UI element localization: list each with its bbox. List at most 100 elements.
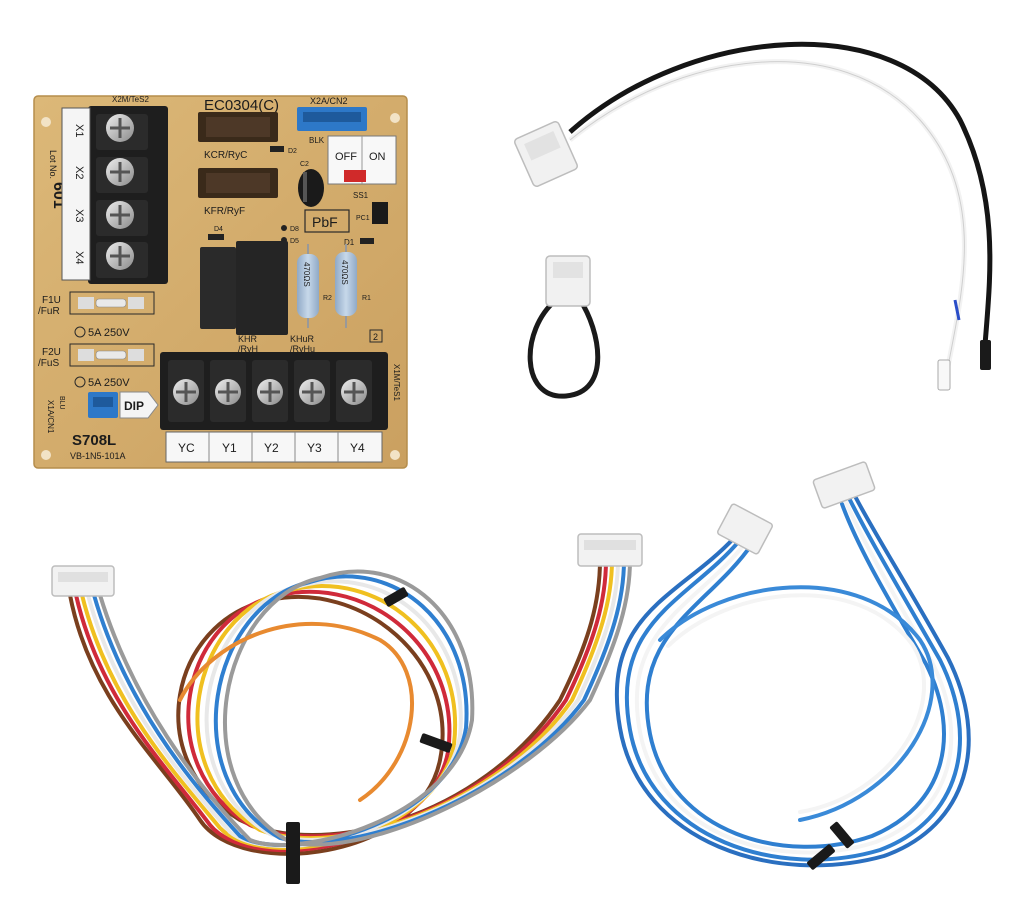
white-lead bbox=[568, 59, 967, 383]
multicolor-harness bbox=[68, 558, 632, 856]
terminal-screw bbox=[336, 360, 372, 422]
fuse-f1u-label: F1U /FuR bbox=[38, 295, 64, 317]
terminal-screw bbox=[294, 360, 330, 422]
diode-d8 bbox=[281, 225, 287, 231]
resistor-r2-value: 470ΩS bbox=[302, 262, 311, 287]
harness-wire-white bbox=[634, 500, 954, 855]
top-right-connector-label: X2A/CN2 bbox=[310, 96, 348, 106]
cable-tie bbox=[419, 733, 453, 753]
relay-khur: KHuR /RyHu bbox=[236, 241, 317, 354]
terminal-label-yc: YC bbox=[178, 441, 195, 455]
terminal-screw bbox=[96, 242, 148, 278]
harness-wire-gray bbox=[98, 558, 632, 847]
d4-label: D4 bbox=[214, 226, 223, 233]
mounting-hole bbox=[390, 450, 400, 460]
relay-kcr-label: KCR/RyC bbox=[204, 150, 247, 161]
mounting-hole bbox=[41, 450, 51, 460]
relay-khr-label-line: /RyH bbox=[238, 344, 258, 354]
circuit-board: EC0304(C) X2M/TeS2 X2A/CN2 Lot No. 601 bbox=[33, 95, 408, 469]
resistor-r1: 470ΩS R1 bbox=[335, 244, 371, 328]
fuse-f2u-label: F2U /FuS bbox=[38, 347, 64, 369]
blue-harness-connector-right bbox=[812, 461, 876, 509]
terminal-screw bbox=[96, 200, 148, 236]
jumper-wire bbox=[527, 298, 601, 399]
harness-wire-blue bbox=[614, 496, 971, 868]
terminal-label-y3: Y3 bbox=[307, 441, 322, 455]
harness-wire-orange bbox=[178, 622, 414, 802]
fuse-f1u-rating: 5A 250V bbox=[88, 327, 130, 339]
mounting-hole bbox=[390, 113, 400, 123]
terminal-screw bbox=[252, 360, 288, 422]
upper-terminal-block: X1 X2 X3 X4 bbox=[61, 106, 168, 284]
dip-on-label: ON bbox=[369, 151, 386, 163]
harness-wire-yellow bbox=[80, 558, 614, 850]
c2-label: C2 bbox=[300, 161, 309, 168]
ss1-label: SS1 bbox=[353, 191, 369, 200]
harness-wire-blue-loop bbox=[658, 585, 935, 822]
cable-ties bbox=[286, 587, 453, 884]
fuse-f2u-label-line: /FuS bbox=[38, 358, 59, 369]
diode-d4 bbox=[208, 234, 224, 240]
relay-kfr-label: KFR/RyF bbox=[204, 206, 245, 217]
diode-d1 bbox=[360, 238, 374, 244]
fuse-f2u: F2U /FuS 5A 250V bbox=[38, 343, 155, 389]
relay-kfr: KFR/RyF bbox=[198, 168, 278, 217]
terminal-label-x1: X1 bbox=[73, 124, 85, 137]
diode-d2 bbox=[270, 146, 284, 152]
fuse-f1u-label-line: /FuR bbox=[38, 306, 60, 317]
r1-label: R1 bbox=[362, 295, 371, 302]
resistor-r2: 470ΩS R2 bbox=[297, 244, 332, 328]
harness-connector-right bbox=[577, 533, 643, 567]
terminal-screw bbox=[96, 157, 148, 193]
fuse-f2u-rating: 5A 250V bbox=[88, 377, 130, 389]
terminal-label-x3: X3 bbox=[73, 209, 85, 222]
terminal-label-y1: Y1 bbox=[222, 441, 237, 455]
fuse-f2u-label-line: F2U bbox=[42, 347, 61, 358]
harness-wire-blue bbox=[644, 502, 946, 849]
terminal-label-y2: Y2 bbox=[264, 441, 279, 455]
ref-box-2 bbox=[369, 329, 383, 343]
harness-connector-left bbox=[51, 565, 115, 597]
fuse-f1u-symbol bbox=[74, 326, 86, 338]
relay-khur-label: KHuR /RyHu bbox=[290, 334, 317, 354]
lead-connector bbox=[514, 121, 578, 187]
ref-2-label: 2 bbox=[373, 332, 378, 342]
capacitor-c2: C2 bbox=[298, 161, 324, 207]
harness-wire-white bbox=[86, 558, 620, 848]
terminal-screw bbox=[96, 114, 148, 150]
harness-wire-white-loop bbox=[666, 593, 926, 814]
cable-tie bbox=[807, 844, 835, 870]
black-lead-tip bbox=[980, 340, 991, 370]
cable-tie bbox=[383, 587, 409, 607]
black-lead bbox=[568, 41, 993, 346]
model-sub: VB-1N5-101A bbox=[70, 451, 126, 461]
pbf-mark: PbF bbox=[312, 214, 338, 230]
connector-x2a-color: BLK bbox=[309, 136, 325, 145]
right-terminal-label: X1M/TeS1 bbox=[392, 364, 401, 401]
white-lead-tip bbox=[937, 359, 951, 391]
fuse-f2u-symbol bbox=[74, 376, 86, 388]
relay-kcr: KCR/RyC bbox=[198, 112, 278, 161]
r2-label: R2 bbox=[323, 295, 332, 302]
jumper-loop bbox=[527, 255, 601, 399]
d8-label: D8 bbox=[290, 226, 299, 233]
relay-khur-label-line: KHuR bbox=[290, 334, 315, 344]
pbf-box bbox=[304, 209, 350, 233]
terminal-screw bbox=[210, 360, 246, 422]
blue-marker bbox=[953, 299, 961, 321]
lot-label: Lot No. bbox=[48, 150, 58, 179]
top-connector-label: X2M/TeS2 bbox=[112, 95, 149, 104]
terminal-label-x2: X2 bbox=[73, 166, 85, 179]
d2-label: D2 bbox=[288, 148, 297, 155]
d1-label: D1 bbox=[344, 238, 355, 247]
dip-arrow bbox=[119, 391, 159, 419]
relay-khr-label: KHR /RyH bbox=[238, 334, 260, 354]
fuse-f1u: F1U /FuR 5A 250V bbox=[38, 291, 155, 339]
model-number: S708L bbox=[72, 432, 116, 449]
black-white-lead-wire bbox=[568, 41, 993, 391]
fuse-f1u-label-line: F1U bbox=[42, 295, 61, 306]
harness-wire-blue bbox=[624, 498, 962, 862]
dip-label: DIP bbox=[124, 399, 144, 413]
dip-switch-ss1: OFF ON SS1 bbox=[327, 135, 397, 200]
connector-x2a: BLK bbox=[297, 107, 367, 145]
